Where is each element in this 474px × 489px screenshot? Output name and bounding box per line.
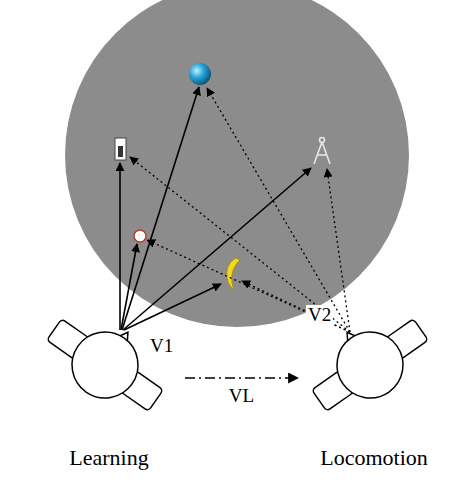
observer-body xyxy=(300,297,440,428)
head-shape xyxy=(324,319,416,411)
phone-screen xyxy=(118,146,123,157)
view-arrow xyxy=(123,168,311,330)
head-shape xyxy=(59,319,151,411)
phone-object xyxy=(115,138,126,160)
compass-bar xyxy=(317,154,327,156)
view-arrow xyxy=(147,240,350,332)
compass-leg xyxy=(314,142,322,164)
observer-outline xyxy=(35,295,175,435)
view-arrow xyxy=(119,163,121,330)
banana-object xyxy=(227,258,240,290)
phone-body xyxy=(115,138,126,160)
compass-object xyxy=(314,138,330,165)
vector-label: V1 xyxy=(148,336,175,357)
view-arrow xyxy=(242,281,350,332)
ring-object xyxy=(134,230,146,242)
learning-view-arrows xyxy=(120,87,311,330)
observer-caption: Learning xyxy=(35,445,183,471)
compass-hinge xyxy=(320,138,325,143)
view-arrow xyxy=(122,87,199,330)
vector-label: VL xyxy=(227,386,256,407)
observer-caption: Locomotion xyxy=(300,445,448,471)
view-arrow xyxy=(121,244,137,330)
vector-label: V2 xyxy=(306,305,333,326)
view-arrow xyxy=(207,88,350,332)
observer-body xyxy=(35,297,175,428)
observer-figure: Learning xyxy=(35,295,183,474)
arena-disc xyxy=(65,0,409,327)
view-arrow xyxy=(130,157,350,332)
compass-leg xyxy=(322,142,330,164)
motion-arrow xyxy=(185,377,298,379)
view-arrow xyxy=(124,284,221,330)
sphere-object xyxy=(189,63,211,85)
locomotion-view-arrows xyxy=(130,88,350,332)
